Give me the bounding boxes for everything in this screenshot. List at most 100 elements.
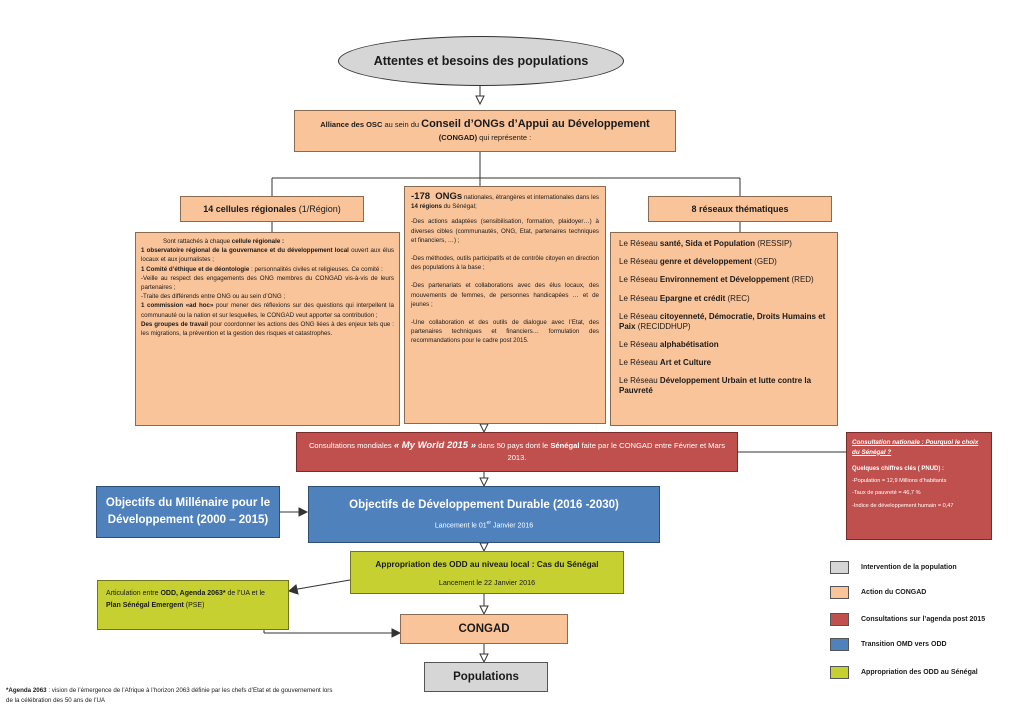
alliance-name: Conseil d’ONGs d’Appui au Développement [421,118,650,130]
observatoire-text: ouvert aux élus locaux et aux journalist… [141,247,394,264]
ongs-regions: 14 régions [411,203,442,211]
reseaux-list: Le Réseau santé, Sida et Population (RES… [619,239,829,396]
odd-sub-post: Janvier 2016 [491,522,534,530]
legend-item: Intervention de la population [830,561,957,574]
cellules-title-box: 14 cellules régionales (1/Région) [180,196,364,222]
footnote-text: : vision de l’émergence de l’Afrique à l… [6,687,333,704]
ongs-methodes: -Des méthodes, outils participatifs et d… [411,255,599,272]
ongs-actions: -Des actions adaptées (sensibilisation, … [411,218,599,244]
reseau-item: Le Réseau citoyenneté, Démocratie, Droit… [619,312,829,332]
footnote-agenda: *Agenda 2063 [6,687,47,694]
consultations-box: Consultations mondiales « My World 2015 … [296,432,738,472]
ongs-collaboration: -Une collaboration et des outils de dial… [411,319,599,345]
appropriation-title: Appropriation des ODD au niveau local : … [375,558,599,569]
consult-nat-title: Consultation nationale : Pourquoi le cho… [852,439,979,456]
ongs-count: -178 [411,191,431,202]
alliance-box: Alliance des OSC au sein du Conseil d’ON… [294,110,676,152]
reseau-abbr: (REC) [725,293,750,303]
articulation-mid: de l’UA et le [225,590,265,597]
reseau-pre: Le Réseau [619,376,660,386]
reseau-item: Le Réseau santé, Sida et Population (RES… [619,239,829,249]
cellules-body: Sont rattachés à chaque cellule régional… [135,232,400,426]
reseau-name: santé, Sida et Population [659,239,756,248]
reseau-abbr: (RED) [789,275,814,285]
reseau-item: Le Réseau Art et Culture [619,358,829,368]
consult-nat-chiffres: Quelques chiffres clés ( PNUD) : [852,466,945,472]
comite-veille: -Veille au respect des engagements des O… [141,274,394,292]
legend-swatch [830,638,849,651]
top-title: Attentes et besoins des populations [373,54,589,68]
reseau-name: citoyenneté, Démocratie, Droits Humains … [619,311,826,331]
legend-item: Action du CONGAD [830,586,926,599]
reseau-item: Le Réseau genre et développement (GED) [619,257,829,267]
comite-text: : personnalités civiles et religieuses. … [249,265,383,273]
reseau-name: genre et développement [659,257,752,267]
appropriation-box: Appropriation des ODD au niveau local : … [350,551,624,594]
legend-item: Transition OMD vers ODD [830,638,947,651]
legend-item: Appropriation des ODD au Sénégal [830,666,978,679]
reseau-pre: Le Réseau [619,257,660,267]
reseau-item: Le Réseau Epargne et crédit (REC) [619,294,829,304]
ongs-partenariats: -Des partenariats et collaborations avec… [411,282,599,308]
reseau-abbr: (RECIDDHUP) [635,321,691,331]
reseau-abbr: (RESSIP) [755,239,792,248]
reseau-name: Art et Culture [659,358,712,368]
legend-label: Action du CONGAD [861,589,927,596]
consultations-pre: Consultations mondiales [308,441,394,450]
populations-title: Populations [453,671,519,683]
legend-swatch [830,586,849,599]
groupes-travail: Des groupes de travail [141,320,208,328]
omd-box: Objectifs du Millénaire pour le Développ… [96,486,280,538]
legend-label: Appropriation des ODD au Sénégal [861,669,978,676]
reseaux-title: 8 réseaux thématiques [691,204,789,214]
congad-title: CONGAD [458,623,510,635]
omd-title: Objectifs du Millénaire pour le Développ… [105,497,271,526]
reseau-item: Le Réseau alphabétisation [619,340,829,350]
legend-label: Intervention de la population [861,564,957,571]
cellules-intro-b: cellule régionale : [231,238,285,245]
legend-label: Transition OMD vers ODD [861,641,947,648]
odd-box: Objectifs de Développement Durable (2016… [308,486,660,543]
reseau-pre: Le Réseau [619,275,660,285]
observatoire: 1 observatoire régional de la gouvernanc… [141,247,349,255]
comite-traite: -Traite des différends entre ONG ou au s… [141,293,286,301]
reseau-pre: Le Réseau [619,311,660,321]
legend-item: Consultations sur l’agenda post 2015 [830,613,985,626]
reseau-name: Epargne et crédit [659,293,726,303]
legend-swatch [830,666,849,679]
ongs-label: ONGs [435,191,463,202]
odd-sub-sup: er [486,520,492,527]
ongs-box: -178 ONGs nationales, étrangères et inte… [404,186,606,424]
cellules-intro: Sont rattachés à chaque [163,238,232,245]
alliance-pre: Alliance des OSC [320,120,383,129]
reseau-pre: Le Réseau [619,339,660,349]
congad-box: CONGAD [400,614,568,644]
odd-sub-pre: Lancement le 01 [434,522,487,530]
ongs-desc2: du Sénégal; [441,203,477,211]
consultations-mid: dans 50 pays dont le [476,441,551,450]
consultations-senegal: Sénégal [550,441,580,450]
reseau-pre: Le Réseau [619,293,660,303]
consultation-nationale-box: Consultation nationale : Pourquoi le cho… [846,432,992,540]
reseau-name: Environnement et Développement [659,275,790,285]
articulation-post: (PSE) [183,602,205,609]
reseaux-body: Le Réseau santé, Sida et Population (RES… [610,232,838,426]
commission-ad-hoc: 1 commission «ad hoc» [141,302,214,310]
groupes-text: pour coordonner les actions des ONG liée… [141,320,394,338]
cellules-title-suffix: (1/Région) [296,204,341,214]
consult-nat-idh: -Indice de développement humain = 0,47 [852,502,954,509]
appropriation-sub: Lancement le 22 Janvier 2016 [438,577,536,587]
cellules-title: 14 cellules régionales [203,204,297,214]
commission-text: pour mener des réflexions sur des questi… [141,302,394,319]
alliance-abbr: (CONGAD) [438,133,478,142]
footnote: *Agenda 2063 : vision de l’émergence de … [6,686,336,706]
consultations-post: faite par le CONGAD entre Février et Mar… [507,441,726,462]
alliance-mid: au sein du [382,120,422,129]
reseau-item: Le Réseau Développement Urbain et lutte … [619,376,829,396]
reseau-pre: Le Réseau [619,358,660,368]
ongs-desc: nationales, étrangères et internationale… [462,194,599,201]
consult-nat-population: -Population = 12,9 Millions d’habitants [852,477,947,484]
comite-ethique: 1 Comité d’éthique et de déontologie [141,265,250,273]
reseau-abbr: (GED) [751,257,777,267]
legend-swatch [830,561,849,574]
